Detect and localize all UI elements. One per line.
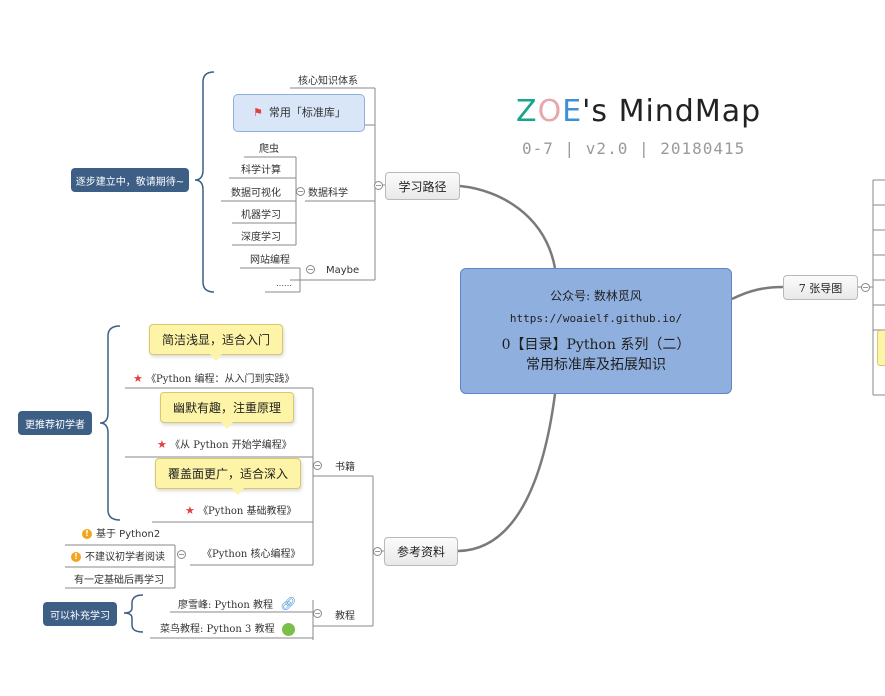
link-icon[interactable]: 🔗︎ <box>280 597 297 612</box>
connector-right <box>731 285 784 301</box>
tutorial-runoob-text: 菜鸟教程: Python 3 教程 <box>160 624 275 635</box>
warning-icon: ! <box>71 552 81 562</box>
leaf-machine-learning[interactable]: 机器学习 <box>241 210 281 221</box>
title-rest: 's MindMap <box>582 94 762 129</box>
note-book-2: 幽默有趣，注重原理 <box>160 392 294 429</box>
book-3-title: 《Python 基础教程》 <box>198 506 297 517</box>
note-book-2-text: 幽默有趣，注重原理 <box>172 401 281 415</box>
mindmap-subtitle: 0-7 | v2.0 | 20180415 <box>522 139 746 158</box>
tag-recommended-beginners: 更推荐初学者 <box>18 411 92 435</box>
node-stdlib-highlight[interactable] <box>233 94 365 132</box>
label-books[interactable]: 书籍 <box>335 462 355 473</box>
leaf-data-visualization[interactable]: 数据可视化 <box>231 188 281 199</box>
note-partial <box>877 330 885 366</box>
label-data-science[interactable]: 数据科学 <box>308 188 348 199</box>
leaf-deep-learning[interactable]: 深度学习 <box>241 232 281 243</box>
connector-learning-path <box>459 184 557 269</box>
node-7-maps[interactable]: 7 张导图 <box>783 275 858 300</box>
title-letter-e: E <box>562 94 583 129</box>
book-1-title: 《Python 编程：从入门到实践》 <box>146 374 295 385</box>
mindmap-title: ZOE's MindMap <box>516 94 761 129</box>
collapse-icon[interactable]: − <box>296 186 305 196</box>
brace-books-tag <box>99 325 121 521</box>
warning-icon: ! <box>82 529 92 539</box>
collapse-icon[interactable]: − <box>374 180 383 190</box>
book-1[interactable]: ★ 《Python 编程：从入门到实践》 <box>133 373 295 385</box>
tag-coming-soon: 逐步建立中，敬请期待~ <box>71 168 189 192</box>
label-maybe[interactable]: Maybe <box>326 265 360 276</box>
title-letter-o: O <box>537 94 563 129</box>
note-book-1: 简洁浅显，适合入门 <box>149 324 283 361</box>
note-book-1-text: 简洁浅显，适合入门 <box>161 333 270 347</box>
tutorial-liaoxuefeng-text: 廖雪峰: Python 教程 <box>178 600 274 611</box>
star-icon: ★ <box>157 438 167 451</box>
central-topic[interactable]: 公众号: 数林觅风 https://woaielf.github.io/ 0【目… <box>460 268 732 394</box>
flag-icon: ⚑ <box>253 106 263 119</box>
note-python2-text: 基于 Python2 <box>96 529 161 540</box>
node-stdlib[interactable]: ⚑ 常用「标准库」 <box>253 107 346 118</box>
note-book-3: 覆盖面更广，适合深入 <box>155 458 301 495</box>
star-icon: ★ <box>185 504 195 517</box>
connector-references <box>457 393 557 553</box>
central-subtitle: 常用标准库及拓展知识 <box>526 357 666 373</box>
book-2-title: 《从 Python 开始学编程》 <box>170 440 292 451</box>
stdlib-label: 常用「标准库」 <box>268 106 346 119</box>
note-python2[interactable]: ! 基于 Python2 <box>82 529 160 540</box>
label-tutorials[interactable]: 教程 <box>335 611 355 622</box>
leaf-crawler[interactable]: 爬虫 <box>259 144 279 155</box>
label-core-knowledge[interactable]: 核心知识体系 <box>298 76 358 87</box>
star-icon: ★ <box>133 372 143 385</box>
node-references[interactable]: 参考资料 <box>384 537 458 566</box>
book-core-python[interactable]: 《Python 核心编程》 <box>202 549 301 560</box>
collapse-icon[interactable]: − <box>177 549 186 559</box>
collapse-icon[interactable]: − <box>313 608 322 618</box>
leaf-ellipsis[interactable]: …… <box>276 279 292 288</box>
tag-supplementary: 可以补充学习 <box>43 602 117 626</box>
brace-learning-tag <box>194 71 215 293</box>
node-learning-path[interactable]: 学习路径 <box>385 172 460 200</box>
collapse-icon[interactable]: − <box>313 460 322 470</box>
title-letter-z: Z <box>516 94 538 129</box>
collapse-icon[interactable]: − <box>373 546 382 556</box>
tutorial-runoob[interactable]: 菜鸟教程: Python 3 教程 <box>160 623 295 636</box>
tutorial-liaoxuefeng[interactable]: 廖雪峰: Python 教程 🔗︎ <box>178 598 297 611</box>
note-not-for-beginners-text: 不建议初学者阅读 <box>85 552 165 563</box>
leaf-web-programming[interactable]: 网站编程 <box>250 255 290 266</box>
runoob-icon[interactable] <box>281 623 295 636</box>
central-account: 公众号: 数林觅风 <box>550 289 642 303</box>
note-later[interactable]: 有一定基础后再学习 <box>74 575 164 586</box>
central-url: https://woaielf.github.io/ <box>509 312 683 325</box>
leaf-scientific-computing[interactable]: 科学计算 <box>241 165 281 176</box>
book-2[interactable]: ★ 《从 Python 开始学编程》 <box>157 439 292 451</box>
brace-tutorial-tag <box>123 594 144 633</box>
note-book-3-text: 覆盖面更广，适合深入 <box>167 467 288 481</box>
book-3[interactable]: ★ 《Python 基础教程》 <box>185 505 297 517</box>
collapse-icon[interactable]: − <box>861 282 870 292</box>
central-title: 0【目录】Python 系列（二） <box>501 337 691 353</box>
collapse-icon[interactable]: − <box>306 264 315 274</box>
note-not-for-beginners[interactable]: ! 不建议初学者阅读 <box>71 552 165 563</box>
